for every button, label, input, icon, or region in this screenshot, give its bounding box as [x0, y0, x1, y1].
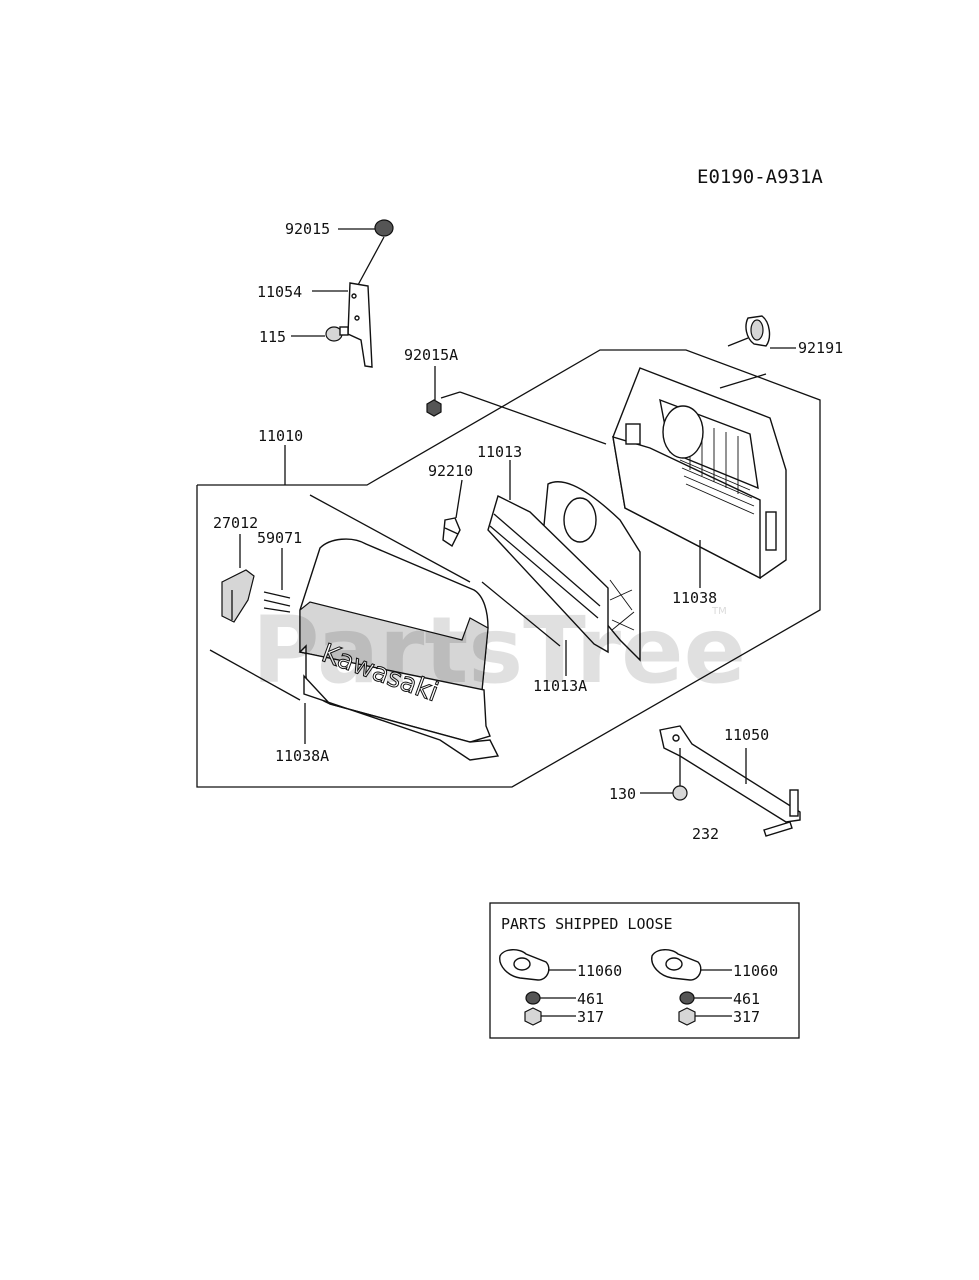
label-130: 130 [609, 785, 636, 803]
label-11060-right: 11060 [733, 962, 778, 980]
label-11013: 11013 [477, 443, 522, 461]
label-461-left: 461 [577, 990, 604, 1008]
label-461-right: 461 [733, 990, 760, 1008]
label-11038: 11038 [672, 589, 717, 607]
label-92015A: 92015A [404, 346, 458, 364]
label-11013A: 11013A [533, 677, 587, 695]
label-317-left: 317 [577, 1008, 604, 1026]
parts-loose-title: PARTS SHIPPED LOOSE [501, 915, 673, 933]
washer-461-left[interactable] [525, 991, 541, 1005]
cover-11038A[interactable]: Kawasaki [298, 538, 500, 761]
nut-317-right[interactable] [678, 1007, 696, 1026]
label-92210: 92210 [428, 462, 473, 480]
label-92015: 92015 [285, 220, 330, 238]
diagram-code: E0190-A931A [697, 166, 823, 188]
bolt-232[interactable] [763, 821, 793, 837]
base-11038[interactable] [612, 367, 787, 580]
latch-27012[interactable] [221, 569, 255, 623]
parts-loose-box: PARTS SHIPPED LOOSE 11060 461 317 11060 … [489, 902, 800, 1039]
bracket-assembly [291, 219, 394, 368]
clamp-92210[interactable] [442, 517, 461, 548]
label-59071: 59071 [257, 529, 302, 547]
washer-461-right[interactable] [679, 991, 695, 1005]
label-115: 115 [259, 328, 286, 346]
prefilter-11013A[interactable] [487, 494, 609, 654]
label-317-right: 317 [733, 1008, 760, 1026]
label-232: 232 [692, 825, 719, 843]
watermark-tm: TM [711, 606, 727, 617]
nut-92015A[interactable] [426, 399, 442, 417]
bracket-11050[interactable] [659, 725, 801, 823]
label-11038A: 11038A [275, 747, 329, 765]
label-27012: 27012 [213, 514, 258, 532]
clip-92191[interactable] [745, 315, 771, 347]
label-11050: 11050 [724, 726, 769, 744]
label-11060-left: 11060 [577, 962, 622, 980]
label-11054: 11054 [257, 283, 302, 301]
label-11010: 11010 [258, 427, 303, 445]
watermark: PartsTree [252, 597, 746, 704]
cap-92015[interactable] [374, 219, 394, 237]
label-92191: 92191 [798, 339, 843, 357]
spring-59071[interactable] [263, 591, 291, 613]
nut-317-left[interactable] [524, 1007, 542, 1026]
nut-130[interactable] [672, 785, 688, 801]
group-boundary [196, 349, 821, 788]
